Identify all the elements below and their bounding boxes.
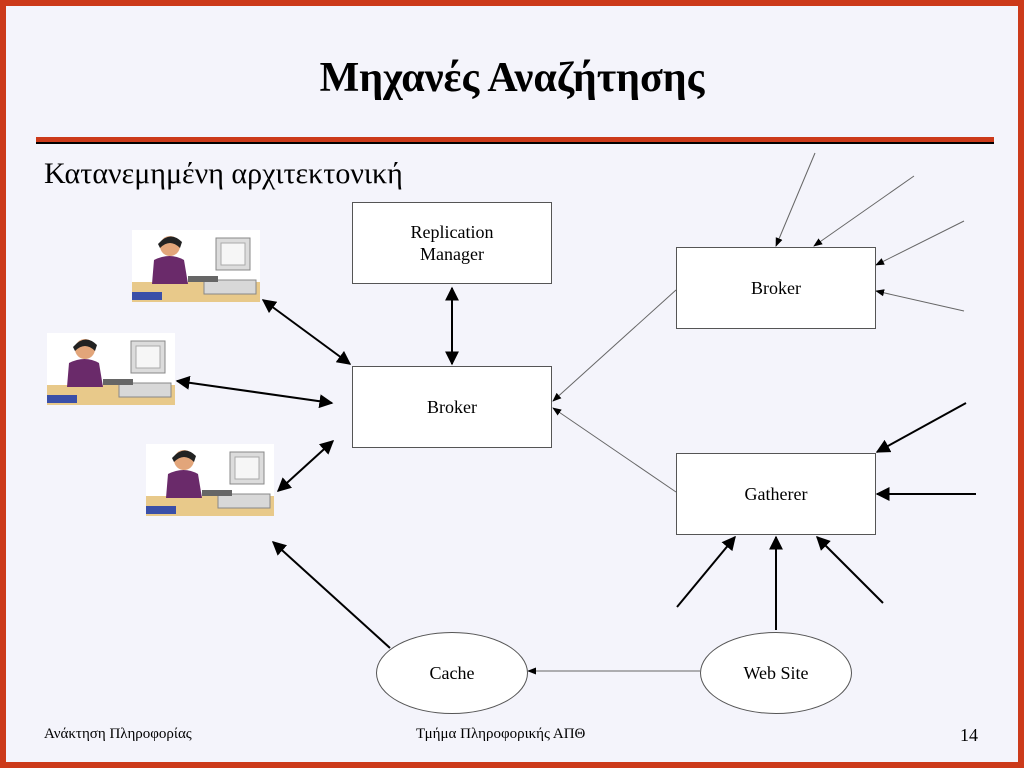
line-gatherer-broker [552,407,677,493]
title-rule [36,137,994,142]
user-at-computer-icon [47,333,175,405]
line-in-broker-4 [875,289,965,312]
replication-manager-label-2: Manager [420,244,484,264]
replication-manager-box: Replication Manager [352,202,552,284]
arrow-user2-broker [175,375,334,409]
arrow-in-gatherer-1 [875,402,967,453]
slide-title: Μηχανές Αναζήτησης [319,55,705,101]
gatherer-box: Gatherer [676,453,876,535]
user-at-computer-icon [132,230,260,302]
broker-remote-label: Broker [751,277,801,298]
broker-remote-box: Broker [676,247,876,329]
cache-label: Cache [429,662,475,683]
web-site-node: Web Site [700,632,852,714]
arrow-in-gatherer-3 [676,535,736,608]
line-in-broker-2 [813,175,915,247]
arrow-user1-broker [261,299,352,365]
arrow-user3-broker [276,440,335,492]
arrow-cache-users [271,541,391,649]
connectors [175,152,976,675]
user-at-computer-icon [146,444,274,516]
line-remote-broker [552,289,677,402]
web-site-label: Web Site [743,662,809,683]
title-rule-shadow [36,142,994,144]
gatherer-label: Gatherer [744,483,808,504]
broker-main-box: Broker [352,366,552,448]
footer-center: Τμήμα Πληροφορικής ΑΠΘ [416,726,586,742]
broker-main-label: Broker [427,396,477,417]
replication-manager-label-1: Replication [410,221,494,242]
footer-left: Ανάκτηση Πληροφορίας [44,726,192,742]
line-in-broker-3 [875,220,965,266]
line-in-broker-1 [775,152,816,247]
arrow-in-gatherer-5 [816,536,884,604]
page-number: 14 [960,725,978,745]
slide-subtitle: Κατανεμημένη αρχιτεκτονική [44,157,403,190]
cache-node: Cache [376,632,528,714]
